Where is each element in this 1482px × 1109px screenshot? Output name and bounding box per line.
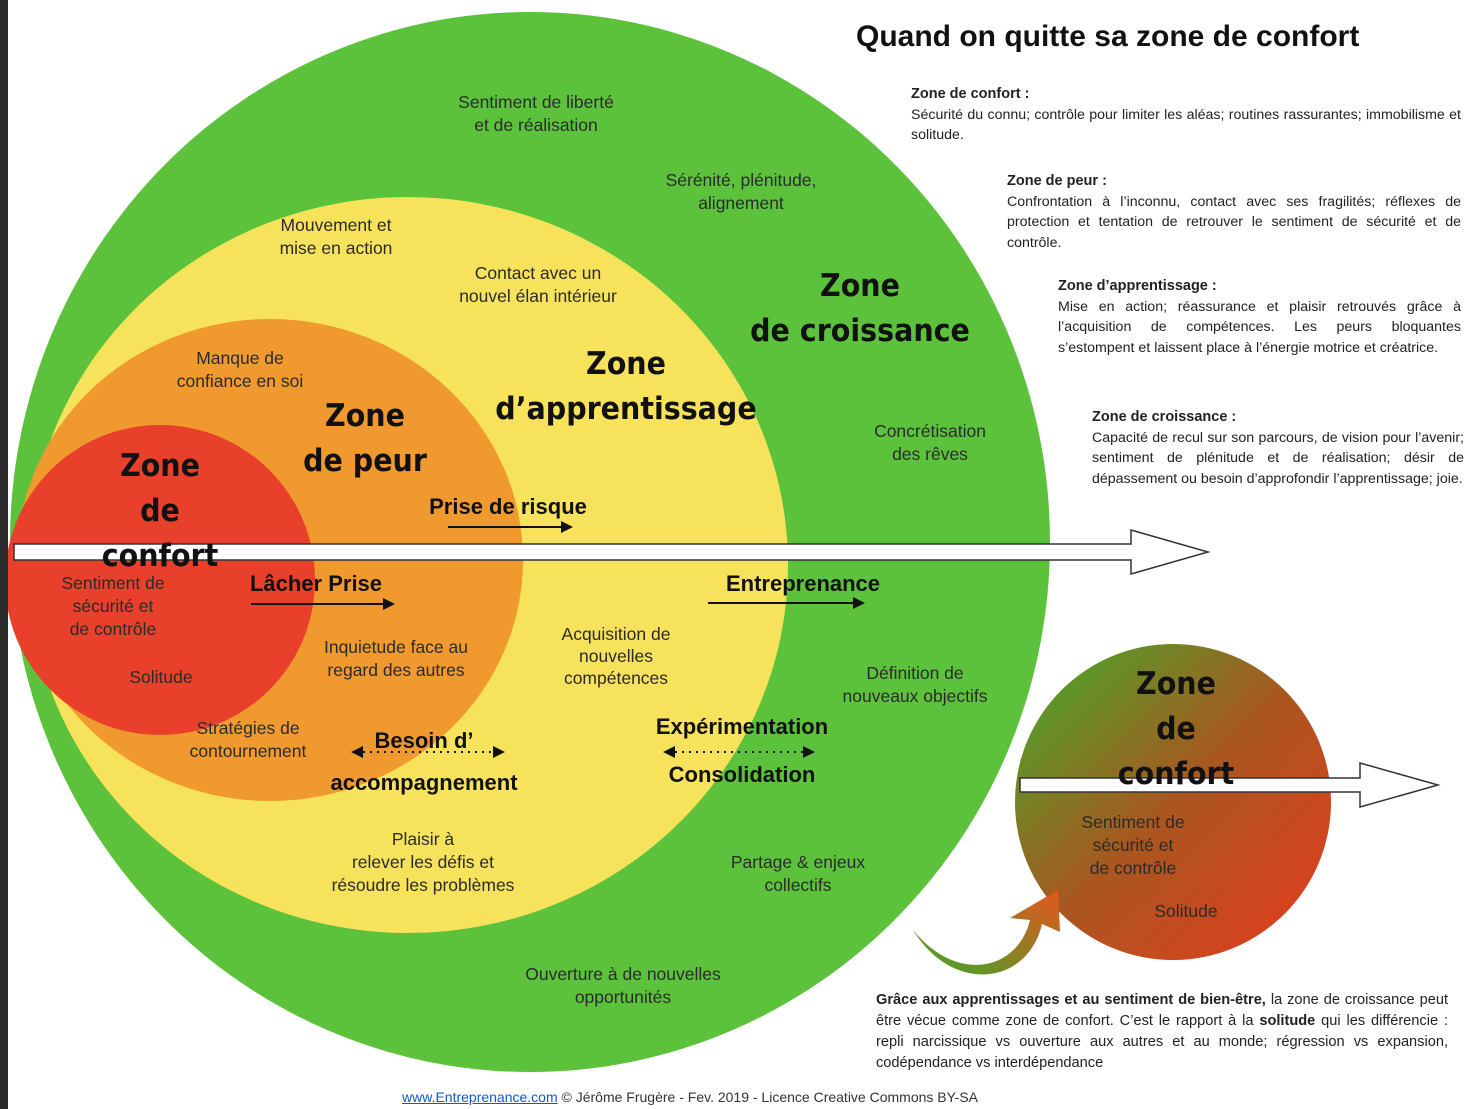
label-ouverture: Ouverture à de nouvelles opportunités [525, 964, 721, 1007]
label-mouvement: Mouvement et mise en action [279, 215, 393, 258]
zone-comfort-label: Zone de confort [101, 448, 219, 574]
diagram-canvas: Quand on quitte sa zone de confort Zone … [8, 0, 1482, 1109]
risk-arrow-head [561, 521, 573, 533]
right-arrow [1019, 762, 1441, 808]
side-learning: Zone d’apprentissage : Mise en action; r… [1058, 276, 1461, 358]
label-serenite: Sérénité, plénitude, alignement [665, 170, 817, 213]
side-growth-head: Zone de croissance : [1092, 409, 1237, 425]
label-securite: Sentiment de sécurité et de contrôle [61, 573, 165, 639]
page-title: Quand on quitte sa zone de confort [856, 20, 1360, 53]
bottom-note: Grâce aux apprentissages et au sentiment… [876, 990, 1448, 1074]
bottom-note-text1: la zone de croissance peut être vécue co… [876, 992, 1448, 1029]
side-comfort-body: Sécurité du connu; contrôle pour limiter… [911, 106, 1461, 144]
label-definition: Définition de nouveaux objectifs [842, 663, 988, 706]
action-entreprenance: Entreprenance [725, 571, 881, 596]
side-growth: Zone de croissance : Capacité de recul s… [1092, 407, 1464, 489]
side-comfort: Zone de confort : Sécurité du connu; con… [911, 84, 1461, 146]
bottom-note-bold2: solitude [1259, 1013, 1316, 1029]
footer-text: © Jérôme Frugère - Fev. 2019 - Licence C… [557, 1089, 979, 1105]
support-arrow-left [351, 746, 363, 758]
letgo-arrow-head [383, 598, 395, 610]
label-inquietude: Inquietude face au regard des autres [323, 637, 468, 680]
label-securite2: Sentiment de sécurité et de contrôle [1081, 812, 1185, 878]
side-learning-body: Mise en action; réassurance et plaisir r… [1058, 298, 1461, 356]
side-growth-body: Capacité de recul sur son parcours, de v… [1092, 429, 1464, 487]
footer-link[interactable]: www.Entreprenance.com [402, 1089, 558, 1105]
zone-learning-label: Zone d’apprentissage [495, 346, 757, 427]
label-solitude2: Solitude [1154, 901, 1218, 921]
label-solitude: Solitude [129, 667, 193, 687]
main-arrow [13, 529, 1211, 575]
label-contact: Contact avec un nouvel élan intérieur [459, 263, 617, 306]
side-learning-head: Zone d’apprentissage : [1058, 278, 1217, 294]
action-support: Besoin d’ accompagnement [330, 728, 518, 795]
label-manque: Manque de confiance en soi [176, 348, 304, 391]
action-letgo: Lâcher Prise [249, 571, 383, 596]
label-acquisition: Acquisition de nouvelles compétences [561, 624, 671, 688]
support-arrow-right [493, 746, 505, 758]
bottom-note-bold1: Grâce aux apprentissages et au sentiment… [876, 992, 1266, 1008]
bottom-note-text2: qui les différencie : repli narcissique … [876, 1013, 1448, 1071]
label-liberte: Sentiment de liberté et de réalisation [458, 92, 614, 135]
zone-fear-label: Zone de peur [303, 398, 427, 479]
label-plaisir: Plaisir à relever les défis et résoudre … [331, 829, 515, 895]
action-experiment: Expérimentation [655, 714, 829, 739]
experiment-arrow-left [663, 746, 675, 758]
entreprenance-arrow-head [853, 597, 865, 609]
action-risk: Prise de risque [429, 494, 587, 519]
label-partage: Partage & enjeux collectifs [730, 852, 866, 895]
action-consolidation: Consolidation [668, 762, 816, 787]
side-fear-body: Confrontation à l’inconnu, contact avec … [1007, 193, 1461, 251]
small-arrows [251, 521, 865, 758]
zone-comfort2-label: Zone de confort [1117, 666, 1235, 792]
curve-arrow [913, 890, 1060, 975]
side-fear: Zone de peur : Confrontation à l’inconnu… [1007, 171, 1461, 253]
zones-diagram [8, 12, 1441, 1072]
footer: www.Entreprenance.com © Jérôme Frugère -… [402, 1089, 978, 1105]
experiment-arrow-right [803, 746, 815, 758]
comfort-zone-circle [8, 425, 315, 735]
comfort2-zone-circle [1015, 644, 1331, 960]
side-fear-head: Zone de peur : [1007, 173, 1107, 189]
label-concretisation: Concrétisation des rêves [874, 421, 986, 464]
zone-growth-label: Zone de croissance [750, 268, 970, 349]
side-comfort-head: Zone de confort : [911, 86, 1030, 102]
label-strategies: Stratégies de contournement [189, 718, 307, 761]
